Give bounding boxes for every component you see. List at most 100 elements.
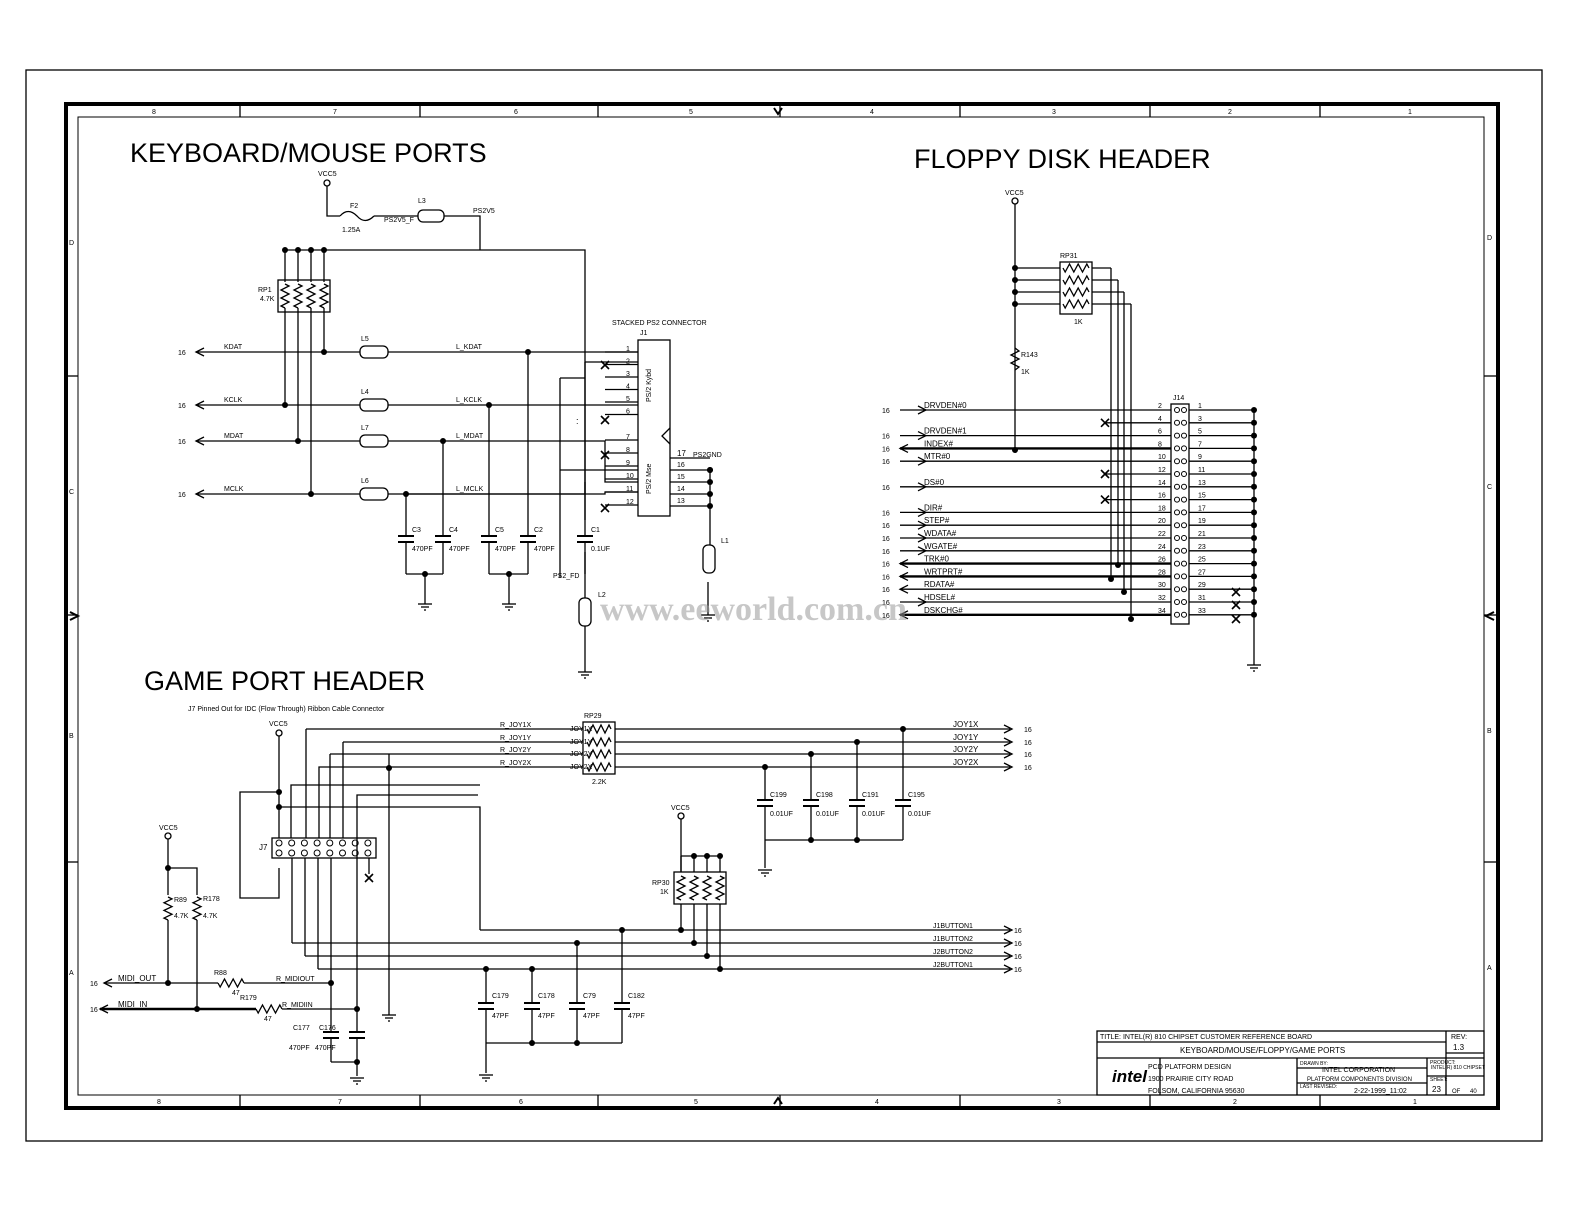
resistor-pack-label: RP29 bbox=[584, 713, 602, 720]
board-title: TITLE: INTEL(R) 810 CHIPSET CUSTOMER REF… bbox=[1100, 1034, 1312, 1041]
drawn-by-label: DRAWN BY: bbox=[1300, 1061, 1328, 1067]
header-pin bbox=[1174, 560, 1180, 567]
vcc-symbol bbox=[275, 729, 283, 737]
junction-dot bbox=[282, 402, 288, 408]
no-connect-mark bbox=[1100, 469, 1110, 479]
sheet-ref: 16 bbox=[1014, 928, 1022, 935]
no-connect-mark bbox=[1231, 600, 1241, 610]
pullup-wire bbox=[1110, 268, 1132, 619]
signal-name: JOY2X bbox=[953, 758, 979, 767]
resistor-symbol bbox=[1062, 298, 1090, 310]
pin-number: JOY2Y bbox=[570, 751, 593, 758]
resistor-pack-elements bbox=[1012, 262, 1131, 310]
capacitor-label: C191 bbox=[862, 792, 879, 799]
ferrite-label: L3 bbox=[418, 198, 426, 205]
resistor-symbol bbox=[162, 896, 174, 921]
arrow-head bbox=[917, 431, 928, 441]
resistor-label: R179 bbox=[240, 995, 257, 1002]
junction-dot bbox=[282, 247, 288, 253]
zone-label: C bbox=[69, 489, 74, 496]
product-value: INTEL(R) 810 CHIPSET bbox=[1431, 1065, 1485, 1071]
arrow-head bbox=[898, 443, 909, 453]
zone-label: 4 bbox=[875, 1099, 879, 1106]
signal-name: MIDI_IN bbox=[118, 1000, 148, 1009]
fuse-label: F2 bbox=[350, 203, 358, 210]
intel-logo: intel bbox=[1112, 1067, 1148, 1086]
pin-number: 30 bbox=[1158, 582, 1166, 589]
sheet-ref: 16 bbox=[882, 408, 890, 415]
vcc-label: VCC5 bbox=[1005, 190, 1024, 197]
resistor-value: 47 bbox=[264, 1016, 272, 1023]
header-pin bbox=[1174, 547, 1180, 554]
resistor-label: R88 bbox=[214, 970, 227, 977]
resistor-symbol bbox=[1062, 274, 1090, 286]
signal-name: JOY1Y bbox=[953, 733, 979, 742]
kb-grounds bbox=[406, 571, 715, 679]
product-label: PRODUCT: bbox=[1430, 1060, 1456, 1066]
pin-number: 31 bbox=[1198, 595, 1206, 602]
joystick-wire bbox=[305, 729, 456, 838]
pin-number: 18 bbox=[1158, 505, 1166, 512]
pin-number: 14 bbox=[1158, 480, 1166, 487]
junction-dot bbox=[808, 837, 814, 843]
ferrite-label: L2 bbox=[598, 592, 606, 599]
resistor-value: 47 bbox=[232, 990, 240, 997]
revision-date: 2-22-1999_11:02 bbox=[1354, 1088, 1407, 1095]
sheet-ref: 16 bbox=[178, 492, 186, 499]
sheet-total: 40 bbox=[1470, 1089, 1477, 1095]
capacitor-label: C79 bbox=[583, 993, 596, 1000]
pin-number: JOY2X bbox=[570, 764, 593, 771]
resistor-symbol bbox=[217, 977, 245, 989]
resistor-pack bbox=[582, 721, 616, 775]
pin-number: 12 bbox=[626, 499, 634, 506]
header-pin bbox=[1174, 419, 1180, 426]
pin-number: 5 bbox=[626, 396, 630, 403]
pin-number: 10 bbox=[1158, 454, 1166, 461]
ferrite-bead bbox=[578, 597, 592, 627]
junction-dot bbox=[691, 940, 697, 946]
header-pin bbox=[1181, 509, 1187, 516]
sheet-ref: 16 bbox=[178, 439, 186, 446]
pin-number: 19 bbox=[1198, 518, 1206, 525]
floppy-title: FLOPPY DISK HEADER bbox=[914, 144, 1211, 174]
pin-label: 14 bbox=[677, 486, 685, 493]
zone-label: 1 bbox=[1413, 1099, 1417, 1106]
resistor-symbol bbox=[1062, 286, 1090, 298]
signal-name: J2BUTTON2 bbox=[933, 949, 973, 956]
sheet-ref: 16 bbox=[882, 523, 890, 530]
sheet-ref: 16 bbox=[178, 403, 186, 410]
header-pin bbox=[313, 849, 321, 857]
signal-wire bbox=[406, 482, 586, 495]
sheet-ref: 16 bbox=[882, 536, 890, 543]
sheet-ref: 16 bbox=[882, 549, 890, 556]
no-connect-mark bbox=[600, 450, 610, 460]
header-pin bbox=[326, 839, 334, 847]
ps2-connector bbox=[637, 339, 671, 517]
no-connect-mark bbox=[364, 873, 374, 883]
header-pin bbox=[339, 839, 346, 847]
capacitor-value: 470PF bbox=[289, 1045, 310, 1052]
zone-label: 2 bbox=[1228, 109, 1232, 116]
arrow-head bbox=[917, 597, 928, 607]
zone-label: B bbox=[69, 733, 74, 740]
pin-number: 6 bbox=[1158, 429, 1162, 436]
capacitor-value: 470PF bbox=[412, 546, 433, 553]
header-pin bbox=[351, 839, 359, 847]
resistor-value: 1K bbox=[1021, 369, 1030, 376]
junction-dot bbox=[1012, 301, 1018, 307]
junction-dot bbox=[529, 1040, 535, 1046]
arrow-head bbox=[917, 546, 928, 556]
capacitor-label: C4 bbox=[449, 527, 458, 534]
junction-dot bbox=[308, 247, 314, 253]
pin-number: 28 bbox=[1158, 569, 1166, 576]
vcc-symbol bbox=[1011, 197, 1019, 205]
sheet-ref: 16 bbox=[1024, 765, 1032, 772]
arrow-head bbox=[1003, 938, 1014, 948]
capacitor-value: 0.01UF bbox=[908, 811, 931, 818]
sheet-ref: 16 bbox=[1024, 727, 1032, 734]
pin-number: 5 bbox=[1198, 429, 1202, 436]
arrow-head bbox=[917, 533, 928, 543]
ferrite-bead bbox=[702, 544, 716, 574]
joystick-wire bbox=[290, 784, 480, 838]
capacitor-value: 470PF bbox=[315, 1045, 336, 1052]
